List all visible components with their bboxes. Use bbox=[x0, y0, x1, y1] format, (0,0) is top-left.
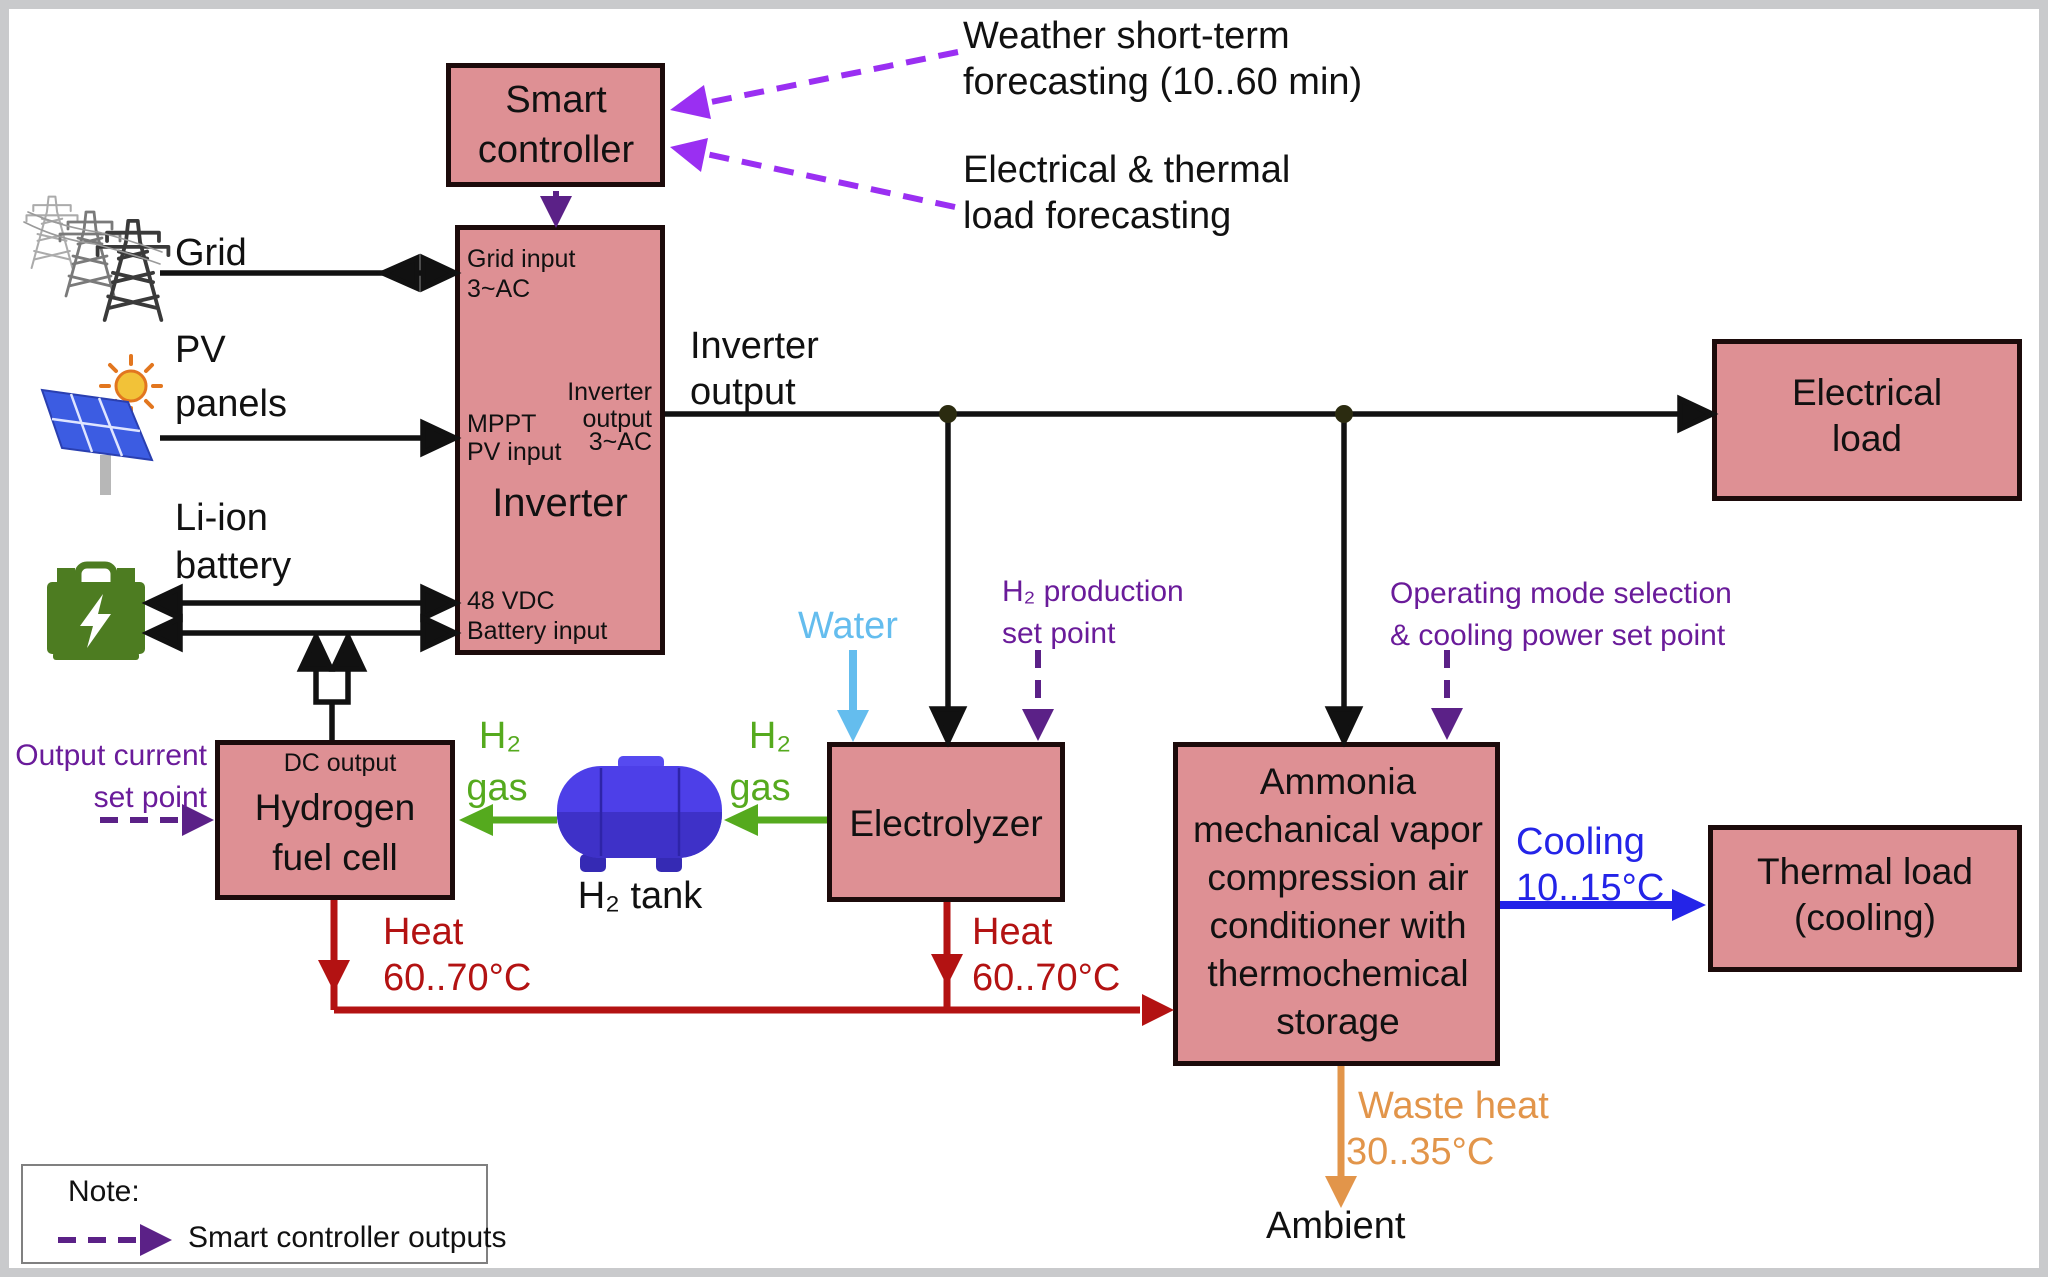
electrical-load-title-line2: load bbox=[1832, 418, 1902, 459]
fuel-cell-dc-output-label: DC output bbox=[283, 749, 397, 777]
electrolyzer-title: Electrolyzer bbox=[849, 803, 1043, 844]
fuel-cell-box bbox=[215, 740, 455, 900]
h2-tank-label: H₂ tank bbox=[577, 875, 703, 917]
electrolyzer-heat-label-line1: Heat bbox=[972, 911, 1053, 953]
cooling-label-line1: Cooling bbox=[1516, 821, 1645, 863]
weather-forecast-label-line2: forecasting (10..60 min) bbox=[963, 61, 1363, 103]
heat-lines bbox=[318, 900, 1174, 1026]
weather-forecast-label-line1: Weather short-term bbox=[963, 15, 1290, 57]
inverter-title: Inverter bbox=[492, 481, 628, 525]
water-label: Water bbox=[798, 605, 898, 647]
electrical-load-title-line1: Electrical bbox=[1791, 372, 1943, 413]
grid-arrowhead-left bbox=[376, 253, 420, 293]
note-legend-label: Smart controller outputs bbox=[188, 1221, 507, 1254]
ambient-label: Ambient bbox=[1266, 1205, 1406, 1247]
output-current-setpoint-line2: set point bbox=[93, 781, 207, 814]
cooling-label-line2: 10..15°C bbox=[1516, 867, 1665, 909]
ammonia-title-line1: Ammonia bbox=[1259, 761, 1417, 802]
sun-icon bbox=[99, 354, 163, 418]
h2-tank-icon bbox=[557, 756, 722, 872]
thermal-load-title-line2: (cooling) bbox=[1794, 897, 1936, 938]
inverter-box bbox=[455, 225, 665, 655]
waste-heat-label-line1: Waste heat bbox=[1358, 1085, 1549, 1127]
inverter-output-label-line2: output bbox=[690, 371, 796, 413]
inverter-out-line1: Inverter bbox=[567, 378, 652, 406]
fuelcell-heat-label-line2: 60..70°C bbox=[383, 957, 532, 999]
ammonia-title-line3: compression air bbox=[1207, 857, 1469, 898]
ammonia-ac-box bbox=[1173, 742, 1500, 1066]
inverter-out-line3: 3~AC bbox=[588, 428, 652, 456]
inverter-out-line2: output bbox=[582, 405, 652, 433]
smart-controller-title-line2: controller bbox=[477, 129, 635, 171]
inverter-mppt-line1: MPPT bbox=[467, 410, 537, 438]
grid-pylons-icon bbox=[23, 195, 171, 322]
load-forecast-arrow bbox=[705, 151, 956, 210]
waste-heat-label-line2: 30..35°C bbox=[1346, 1131, 1495, 1173]
load-forecast-label-line2: load forecasting bbox=[963, 195, 1232, 237]
ammonia-title-line2: mechanical vapor bbox=[1193, 809, 1483, 850]
pv-panel-icon bbox=[40, 388, 154, 495]
fuel-cell-title-line2: fuel cell bbox=[272, 837, 398, 878]
operating-mode-setpoint-line2: & cooling power set point bbox=[1390, 619, 1726, 652]
water-arrow bbox=[837, 650, 869, 742]
smart-controller-box bbox=[446, 63, 665, 187]
junction-dot-2 bbox=[1335, 405, 1353, 423]
forecast-arrows bbox=[670, 49, 959, 210]
operating-mode-setpoint-line1: Operating mode selection bbox=[1390, 577, 1732, 610]
ammonia-title-line4: conditioner with bbox=[1209, 905, 1467, 946]
electrolyzer-heat-label-line2: 60..70°C bbox=[972, 957, 1121, 999]
liion-label-line2: battery bbox=[175, 545, 292, 587]
fuel-cell-title-line1: Hydrogen bbox=[254, 787, 416, 828]
thermal-load-box bbox=[1708, 825, 2022, 972]
h2-gas-arrows bbox=[459, 804, 827, 836]
electrical-load-box bbox=[1712, 339, 2022, 501]
electrolyzer-box bbox=[827, 742, 1065, 902]
ammonia-title-line6: storage bbox=[1276, 1001, 1400, 1042]
waste-heat-arrow bbox=[1325, 1066, 1357, 1208]
pv-label-line1: PV bbox=[175, 329, 226, 371]
h2-production-setpoint-line2: set point bbox=[1002, 617, 1116, 650]
pv-label-line2: panels bbox=[175, 383, 287, 425]
load-forecast-label-line1: Electrical & thermal bbox=[963, 149, 1291, 191]
grid-label: Grid bbox=[175, 232, 247, 274]
thermal-load-title-line1: Thermal load bbox=[1757, 851, 1973, 892]
h2-gas-left-line2: gas bbox=[466, 767, 528, 809]
note-title: Note: bbox=[68, 1175, 140, 1208]
fuel-cell-dc-tee bbox=[313, 660, 351, 740]
liion-label-line1: Li-ion bbox=[175, 497, 268, 539]
h2-gas-left-line1: H₂ bbox=[478, 715, 522, 757]
cooling-arrow bbox=[1500, 889, 1706, 921]
power-lines bbox=[141, 253, 1719, 748]
battery-icon bbox=[47, 561, 145, 660]
controller-output-arrows bbox=[58, 191, 1463, 1256]
weather-forecast-arrow bbox=[705, 49, 959, 106]
fuelcell-heat-label-line1: Heat bbox=[383, 911, 464, 953]
electrical-load-arrowhead bbox=[1677, 394, 1719, 434]
junction-dot-1 bbox=[939, 405, 957, 423]
inverter-battery-line2: Battery input bbox=[467, 617, 608, 645]
grid-arrowhead-right bbox=[420, 253, 462, 293]
output-current-setpoint-line1: Output current bbox=[15, 739, 207, 772]
inverter-mppt-line2: PV input bbox=[467, 438, 562, 466]
inverter-grid-input-line1: Grid input bbox=[467, 245, 576, 273]
smart-controller-title-line1: Smart bbox=[505, 79, 607, 121]
h2-production-setpoint-line1: H₂ production bbox=[1002, 575, 1184, 608]
h2-gas-right-line2: gas bbox=[729, 767, 791, 809]
inverter-grid-input-line2: 3~AC bbox=[467, 275, 531, 303]
h2-gas-right-line1: H₂ bbox=[748, 715, 792, 757]
inverter-output-label-line1: Inverter bbox=[690, 325, 819, 367]
inverter-battery-line1: 48 VDC bbox=[467, 587, 555, 615]
note-box bbox=[21, 1164, 488, 1264]
pv-arrowhead bbox=[420, 418, 462, 458]
ammonia-title-line5: thermochemical bbox=[1207, 953, 1469, 994]
